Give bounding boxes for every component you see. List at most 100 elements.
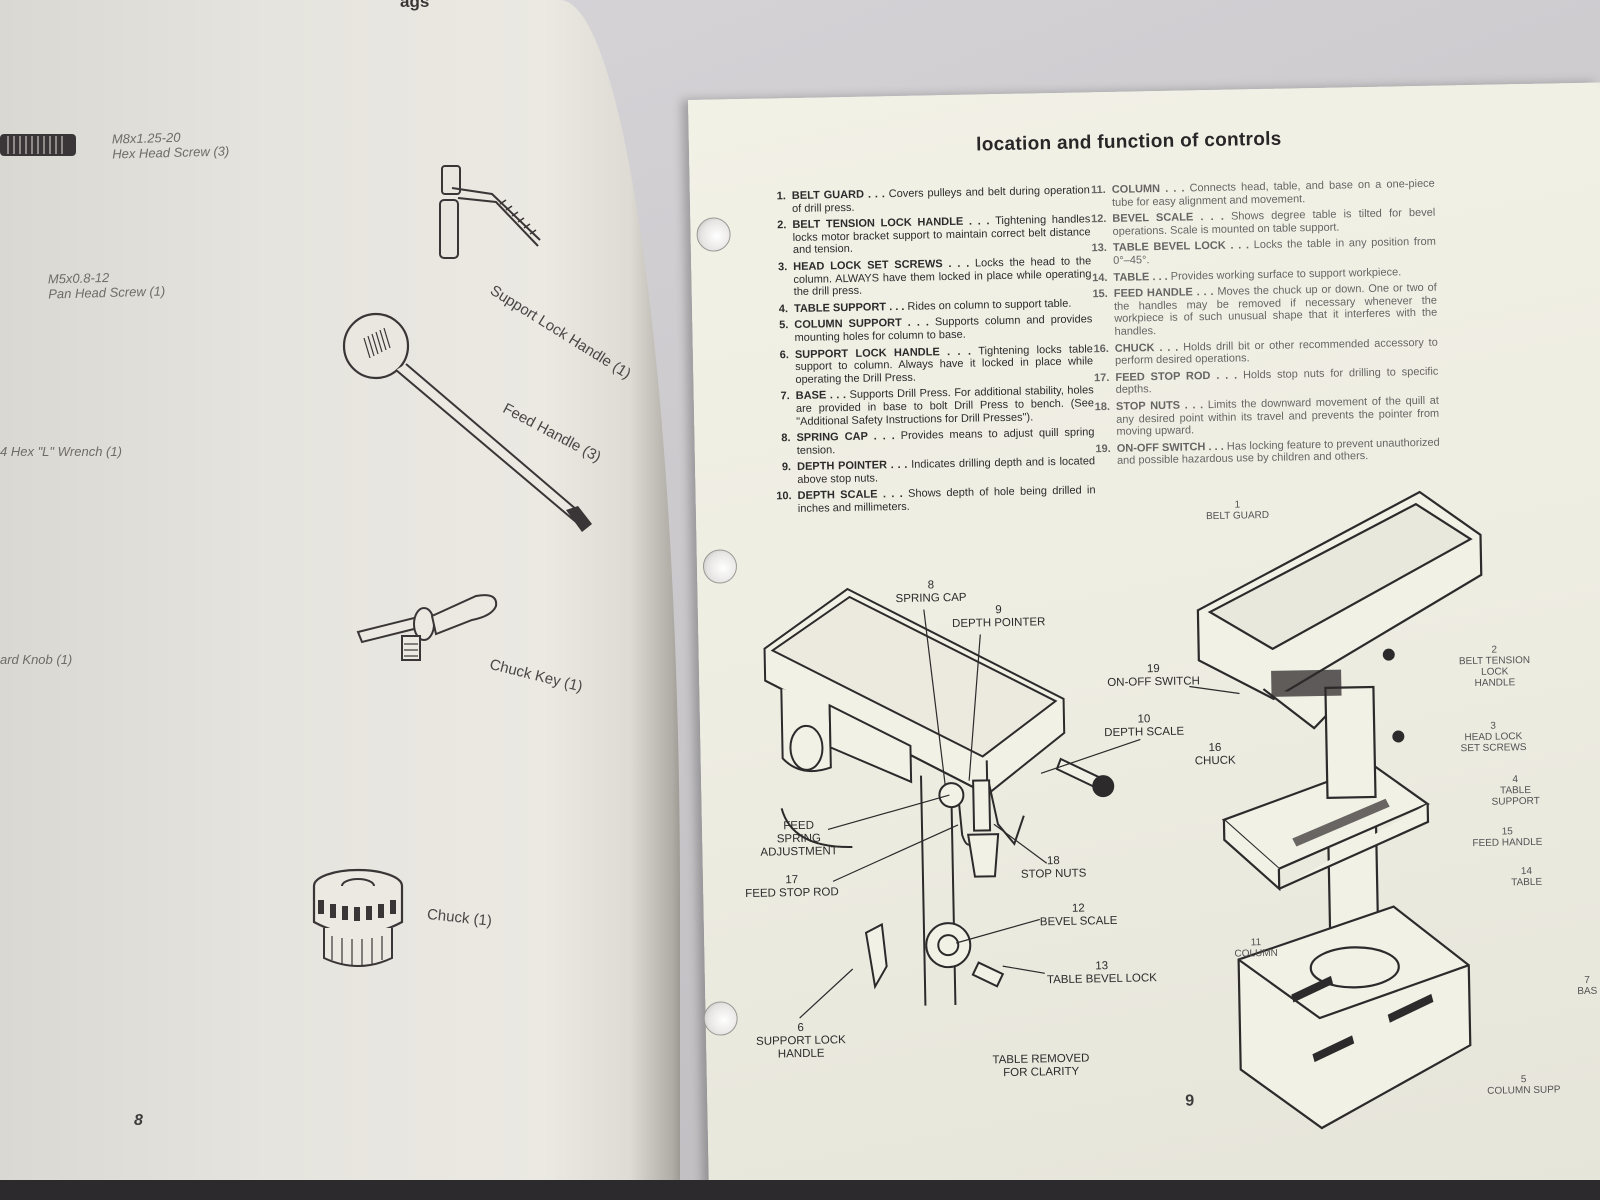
control-text: DEPTH POINTER . . . Indicates drilling d… [796, 455, 1096, 486]
right-page-number: 9 [1185, 1092, 1195, 1110]
callout-spring-cap: 8 SPRING CAP [895, 579, 967, 606]
support-lock-handle-drawing [439, 165, 541, 259]
callout-belt-guard: 1 BELT GUARD [1205, 499, 1270, 523]
control-text: BELT GUARD . . . Covers pulleys and belt… [791, 184, 1090, 215]
controls-list-left: 1.BELT GUARD . . . Covers pulleys and be… [770, 184, 1096, 520]
callout-chuck: 16 CHUCK [1194, 741, 1236, 768]
hex-screw-illustration [0, 134, 76, 156]
control-text: DEPTH SCALE . . . Shows depth of hole be… [797, 484, 1096, 516]
callout-feed-spring: FEED SPRING ADJUSTMENT [760, 819, 838, 859]
callout-belt-tension: 2 BELT TENSION LOCK HANDLE [1458, 644, 1531, 690]
callout-stop-nuts: 18 STOP NUTS [1020, 855, 1087, 881]
control-description: Provides working surface to support work… [1170, 265, 1402, 283]
control-number: 15. [1092, 288, 1108, 301]
callout-base: 7 BAS [1577, 974, 1598, 998]
control-name: FEED HANDLE [1113, 286, 1193, 301]
control-number: 12. [1090, 213, 1107, 226]
control-number: 17. [1093, 371, 1110, 384]
callout-feed-handle: 15 FEED HANDLE [1472, 826, 1543, 850]
callout-depth-scale: 10 DEPTH SCALE [1104, 713, 1185, 740]
callout-feed-stop-rod: 17 FEED STOP ROD [745, 874, 839, 901]
control-number: 7. [780, 390, 790, 403]
control-text: BELT TENSION LOCK HANDLE . . . Tightenin… [792, 213, 1091, 257]
callout-column: 11 COLUMN [1234, 937, 1278, 960]
callout-table: 14 TABLE [1511, 865, 1543, 889]
control-item: 16. CHUCK . . . Holds drill bit or other … [1093, 336, 1438, 368]
control-number: 11. [1091, 183, 1106, 197]
control-item: 6.SUPPORT LOCK HANDLE . . . Tightening l… [773, 343, 1094, 387]
control-item: 3.HEAD LOCK SET SCREWS . . . Locks the h… [771, 255, 1092, 299]
control-text: BASE . . . Supports Drill Press. For add… [795, 384, 1095, 428]
control-item: 15. FEED HANDLE . . . Moves the chuck up … [1092, 282, 1438, 339]
control-name: TABLE BEVEL LOCK [1112, 240, 1226, 255]
control-name: COLUMN [1111, 182, 1161, 196]
callout-table-bevel-lock: 13 TABLE BEVEL LOCK [1046, 960, 1157, 987]
drill-press-full-diagram [1196, 490, 1483, 1130]
control-name: BELT GUARD [791, 188, 865, 203]
label-chuck: Chuck (1) [426, 906, 493, 930]
controls-list-right: 11.COLUMN . . . Connects head, table, an… [1090, 178, 1440, 472]
callout-bevel-scale: 12 BEVEL SCALE [1039, 902, 1118, 929]
control-number: 2. [777, 219, 787, 232]
label-chuck-key: Chuck Key (1) [487, 656, 585, 696]
control-number: 13. [1091, 242, 1108, 255]
callout-on-off-switch: 19 ON-OFF SWITCH [1107, 663, 1200, 690]
control-item: 11.COLUMN . . . Connects head, table, an… [1090, 178, 1435, 210]
chuck-drawing [312, 868, 404, 967]
control-item: 9. DEPTH POINTER . . . Indicates drilling… [775, 456, 1095, 487]
callout-support-lock-handle: 6 SUPPORT LOCK HANDLE [755, 1021, 846, 1061]
control-item: 18.STOP NUTS . . . Limits the downward m… [1094, 395, 1440, 439]
control-number: 9. [781, 461, 792, 474]
left-page-number: 8 [134, 1112, 143, 1129]
bottom-edge-shadow [0, 1180, 1600, 1200]
control-name: TABLE SUPPORT [793, 300, 887, 315]
control-name: CHUCK [1114, 341, 1155, 355]
control-number: 14. [1092, 271, 1108, 284]
control-text: CHUCK . . . Holds drill bit or other rec… [1114, 336, 1438, 367]
control-item: 17. FEED STOP ROD . . . Holds stop nuts f… [1093, 365, 1438, 397]
control-number: 19. [1095, 442, 1111, 455]
control-item: 8. SPRING CAP . . . Provides means to adj… [774, 426, 1094, 457]
control-number: 5. [779, 319, 789, 332]
callout-head-lock: 3 HEAD LOCK SET SCREWS [1460, 720, 1527, 755]
header-fragment: ags [400, 0, 430, 11]
control-text: FEED STOP ROD . . . Holds stop nuts for … [1115, 365, 1439, 397]
control-text: TABLE SUPPORT . . . Rides on column to s… [793, 297, 1072, 315]
callout-column-support: 5 COLUMN SUPP [1487, 1074, 1561, 1097]
control-number: 18. [1094, 400, 1111, 414]
gutter-shadow [630, 0, 680, 1180]
control-text: ON-OFF SWITCH . . . Has locking feature … [1116, 436, 1440, 468]
punch-hole-middle [702, 549, 738, 584]
control-text: BEVEL SCALE . . . Shows degree table is … [1112, 206, 1436, 238]
control-number: 10. [776, 490, 792, 503]
control-name: DEPTH SCALE [797, 488, 878, 503]
hardware-hex-wrench: 4 Hex "L" Wrench (1) [0, 444, 122, 459]
control-text: COLUMN SUPPORT . . . Supports column and… [794, 313, 1093, 344]
control-name: SPRING CAP [796, 430, 868, 445]
control-name: DEPTH POINTER [796, 459, 888, 474]
control-item: 5. COLUMN SUPPORT . . . Supports column a… [772, 314, 1092, 345]
control-number: 8. [781, 432, 791, 445]
left-page: ags M8x1.25-20 Hex Head Screw (3) M5x0.8… [0, 0, 680, 1180]
callout-table-support: 4 TABLE SUPPORT [1491, 774, 1540, 808]
control-text: FEED HANDLE . . . Moves the chuck up or … [1113, 281, 1438, 338]
control-description: Rides on column to support table. [907, 297, 1072, 313]
control-number: 6. [779, 348, 790, 361]
control-number: 16. [1093, 342, 1109, 355]
control-name: FEED STOP ROD [1115, 369, 1211, 384]
control-text: SPRING CAP . . . Provides means to adjus… [796, 426, 1095, 457]
hardware-hex-screw: M8x1.25-20 Hex Head Screw (3) [111, 129, 230, 162]
punch-hole-bottom [703, 1001, 738, 1036]
control-name: BEVEL SCALE [1112, 211, 1194, 226]
callout-table-removed: TABLE REMOVED FOR CLARITY [992, 1052, 1090, 1080]
chuck-key-drawing [356, 594, 498, 661]
page-title: location and function of controls [975, 128, 1282, 156]
control-item: 2. BELT TENSION LOCK HANDLE . . . Tighten… [770, 213, 1091, 257]
punch-hole-top [696, 217, 731, 252]
control-number: 4. [778, 302, 789, 316]
control-item: 10. DEPTH SCALE . . . Shows depth of hole… [776, 485, 1096, 516]
callout-depth-pointer: 9 DEPTH POINTER [951, 604, 1046, 631]
control-item: 19. ON-OFF SWITCH . . . Has locking featu… [1095, 436, 1440, 468]
control-text: HEAD LOCK SET SCREWS . . . Locks the hea… [793, 255, 1092, 299]
control-name: STOP NUTS [1115, 399, 1181, 413]
